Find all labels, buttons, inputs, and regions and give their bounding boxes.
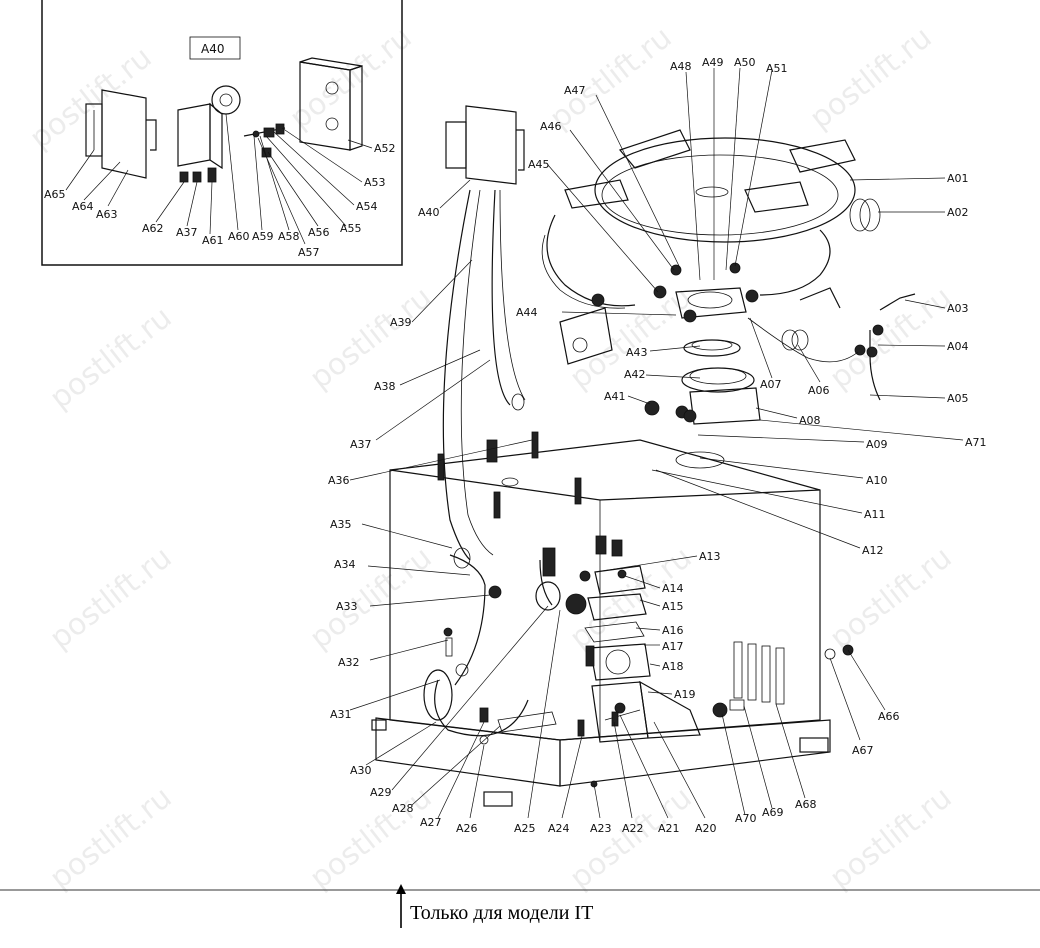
watermark-text: postlift.ru <box>23 40 158 156</box>
label-A05: A05 <box>947 392 969 405</box>
label-A37: A37 <box>350 438 372 451</box>
label-A06: A06 <box>808 384 830 397</box>
label-A60: A60 <box>228 230 250 243</box>
footer: Только для модели IT <box>0 884 1040 928</box>
label-A07: A07 <box>760 378 782 391</box>
label-A63: A63 <box>96 208 118 221</box>
label-A42: A42 <box>624 368 646 381</box>
label-A38: A38 <box>374 380 396 393</box>
label-A17: A17 <box>662 640 684 653</box>
leader-lines <box>65 67 964 819</box>
label-A51: A51 <box>766 62 788 75</box>
label-A03: A03 <box>947 302 969 315</box>
label-A67: A67 <box>852 744 874 757</box>
arrow-head-icon <box>396 884 406 894</box>
label-A04: A04 <box>947 340 969 353</box>
watermark-text: postlift.ru <box>43 540 178 656</box>
label-A64: A64 <box>72 200 94 213</box>
label-A01: A01 <box>947 172 969 185</box>
label-A43: A43 <box>626 346 648 359</box>
label-A15: A15 <box>662 600 684 613</box>
label-A21: A21 <box>658 822 680 835</box>
hose-bundle <box>442 105 526 561</box>
label-A37-inset: A37 <box>176 226 198 239</box>
label-A34: A34 <box>334 558 356 571</box>
label-A65: A65 <box>44 188 66 201</box>
watermark-text: postlift.ru <box>43 300 178 416</box>
label-A26: A26 <box>456 822 478 835</box>
inset-bracket <box>177 85 241 183</box>
label-A40: A40 <box>418 206 440 219</box>
label-A41: A41 <box>604 390 626 403</box>
label-A56: A56 <box>308 226 330 239</box>
label-A71: A71 <box>965 436 987 449</box>
label-A30: A30 <box>350 764 372 777</box>
label-A61: A61 <box>202 234 224 247</box>
label-A16: A16 <box>662 624 684 637</box>
label-A24: A24 <box>548 822 570 835</box>
watermark-text: postlift.ru <box>303 540 438 656</box>
label-A48: A48 <box>670 60 692 73</box>
label-A32: A32 <box>338 656 360 669</box>
label-A45: A45 <box>528 158 550 171</box>
watermark-text: postlift.ru <box>823 780 958 896</box>
label-A27: A27 <box>420 816 442 829</box>
inset-mount-plate <box>85 89 157 179</box>
label-A12: A12 <box>862 544 884 557</box>
watermark-text: postlift.ru <box>543 20 678 136</box>
label-A68: A68 <box>795 798 817 811</box>
inset-panel: A40 <box>41 0 403 266</box>
watermark-text: postlift.ru <box>43 780 178 896</box>
label-A39: A39 <box>390 316 412 329</box>
label-A19: A19 <box>674 688 696 701</box>
inset-cover-box <box>299 57 363 151</box>
label-A53: A53 <box>364 176 386 189</box>
label-A66: A66 <box>878 710 900 723</box>
label-A44: A44 <box>516 306 538 319</box>
label-A14: A14 <box>662 582 684 595</box>
label-A50: A50 <box>734 56 756 69</box>
label-A70: A70 <box>735 812 757 825</box>
label-A23: A23 <box>590 822 612 835</box>
label-A49: A49 <box>702 56 724 69</box>
inset-title: A40 <box>201 42 224 56</box>
label-A54: A54 <box>356 200 378 213</box>
label-A55: A55 <box>340 222 362 235</box>
label-A29: A29 <box>370 786 392 799</box>
watermark-text: postlift.ru <box>803 20 938 136</box>
label-A46: A46 <box>540 120 562 133</box>
main-assembly <box>371 105 916 807</box>
label-A69: A69 <box>762 806 784 819</box>
watermark-text: postlift.ru <box>283 20 418 136</box>
part-labels: A01 A02 A03 A04 A05 A06 A07 A08 A09 A10 … <box>44 56 987 835</box>
watermark-text: postlift.ru <box>823 280 958 396</box>
label-A28: A28 <box>392 802 414 815</box>
model-footnote: Только для модели IT <box>410 902 593 924</box>
label-A09: A09 <box>866 438 888 451</box>
label-A08: A08 <box>799 414 821 427</box>
watermark-text: postlift.ru <box>823 540 958 656</box>
label-A22: A22 <box>622 822 644 835</box>
watermark-text: postlift.ru <box>563 780 698 896</box>
label-A18: A18 <box>662 660 684 673</box>
label-A36: A36 <box>328 474 350 487</box>
label-A20: A20 <box>695 822 717 835</box>
label-A13: A13 <box>699 550 721 563</box>
label-A62: A62 <box>142 222 164 235</box>
label-A58: A58 <box>278 230 300 243</box>
label-A47: A47 <box>564 84 586 97</box>
label-A52: A52 <box>374 142 396 155</box>
label-A35: A35 <box>330 518 352 531</box>
label-A02: A02 <box>947 206 969 219</box>
label-A10: A10 <box>866 474 888 487</box>
label-A11: A11 <box>864 508 886 521</box>
label-A59: A59 <box>252 230 274 243</box>
label-A57: A57 <box>298 246 320 259</box>
label-A31: A31 <box>330 708 352 721</box>
label-A25: A25 <box>514 822 536 835</box>
label-A33: A33 <box>336 600 358 613</box>
watermark-text: postlift.ru <box>303 280 438 396</box>
